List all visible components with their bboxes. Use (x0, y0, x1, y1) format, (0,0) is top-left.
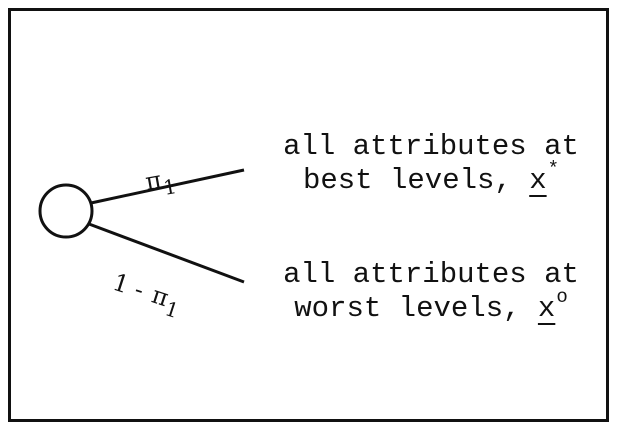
outcome-worst-sup: o (556, 286, 568, 308)
outcome-best: all attributes at best levels, x* (268, 130, 594, 200)
outcome-best-sup: * (547, 158, 560, 180)
outcome-best-text: best levels, (302, 164, 530, 197)
outcome-worst-line2: worst levels, xo (268, 286, 594, 328)
outcome-best-line2: best levels, x* (268, 158, 594, 200)
outcome-best-var: x (529, 164, 547, 197)
outcome-worst-var: x (537, 292, 556, 325)
outcome-worst: all attributes at worst levels, xo (268, 258, 594, 328)
figure-frame (8, 8, 609, 422)
outcome-worst-text: worst levels, (294, 292, 538, 325)
probability-label-best: π1 (143, 163, 178, 200)
branch-line-worst (88, 222, 245, 284)
outcome-worst-line1: all attributes at (283, 258, 579, 291)
branch-line-best (90, 168, 245, 205)
outcome-best-line1: all attributes at (283, 130, 579, 163)
chance-node-circle (38, 183, 94, 239)
